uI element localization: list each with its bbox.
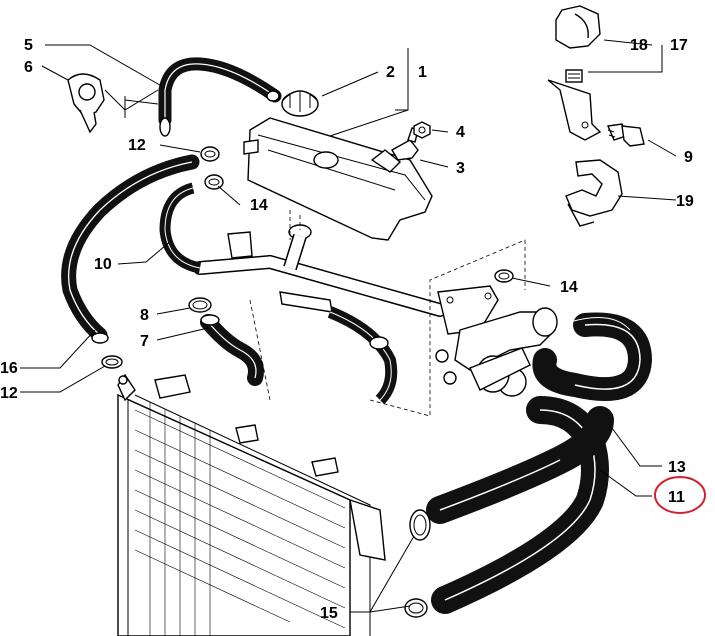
hex-nut [413,121,431,139]
callout-11: 11 [668,489,685,506]
radiator-hose-upper [426,406,614,524]
callout-2: 2 [386,64,395,81]
callout-6: 6 [24,59,33,76]
highlight-circle [654,476,706,514]
callout-labels: 5 6 2 1 18 17 4 12 3 14 9 19 10 14 8 7 1… [0,37,694,622]
leader-lines [20,39,677,613]
hose-clamp-12-lower [101,355,123,369]
radiator-tank-cap [154,374,191,399]
overflow-hose [61,154,200,344]
radiator-upper-hose [532,312,653,402]
callout-3: 3 [456,160,465,177]
hose-clamp-12-upper [200,146,220,162]
radiator [117,373,386,636]
radiator-bleed-screw [118,375,128,385]
callout-5: 5 [24,37,33,54]
heater-hose [159,182,398,405]
hose-clamp-14-upper [204,174,224,190]
bypass-hose [200,314,264,386]
radiator-core-grid [134,402,346,636]
callout-16: 16 [0,360,18,377]
expansion-tank [243,117,433,241]
callout-17: 17 [670,37,688,54]
callout-14-lower: 14 [560,279,578,296]
thermostat-housing [435,285,558,397]
radiator-hose-lower [431,396,609,614]
callout-7: 7 [140,333,149,350]
callout-12-lower: 12 [0,385,18,402]
hose-clamp-bracket [547,5,602,141]
callout-4: 4 [456,124,465,141]
callout-1: 1 [418,64,427,81]
callout-18: 18 [630,37,648,54]
tank-filler-neck [313,151,339,169]
callout-8: 8 [140,307,149,324]
callout-10: 10 [94,256,112,273]
mounting-bolt [606,123,645,147]
callout-19: 19 [676,193,694,210]
hose-clamp-8 [188,297,212,313]
hose-clamp-14-lower [494,269,514,283]
hose-clamp-15-lower [404,598,428,618]
hose-support-clip [565,159,623,227]
callout-9: 9 [684,149,693,166]
phantom-lines [249,210,526,417]
callout-13: 13 [668,459,686,476]
callout-12-upper: 12 [128,137,146,154]
breather-hose [158,57,282,137]
callout-15: 15 [320,605,338,622]
metal-coolant-pipe [193,224,447,317]
hose-clamp-15-upper [409,509,431,541]
hose-clip [67,73,105,134]
tank-cap [281,90,319,117]
callout-14-upper: 14 [250,197,268,214]
